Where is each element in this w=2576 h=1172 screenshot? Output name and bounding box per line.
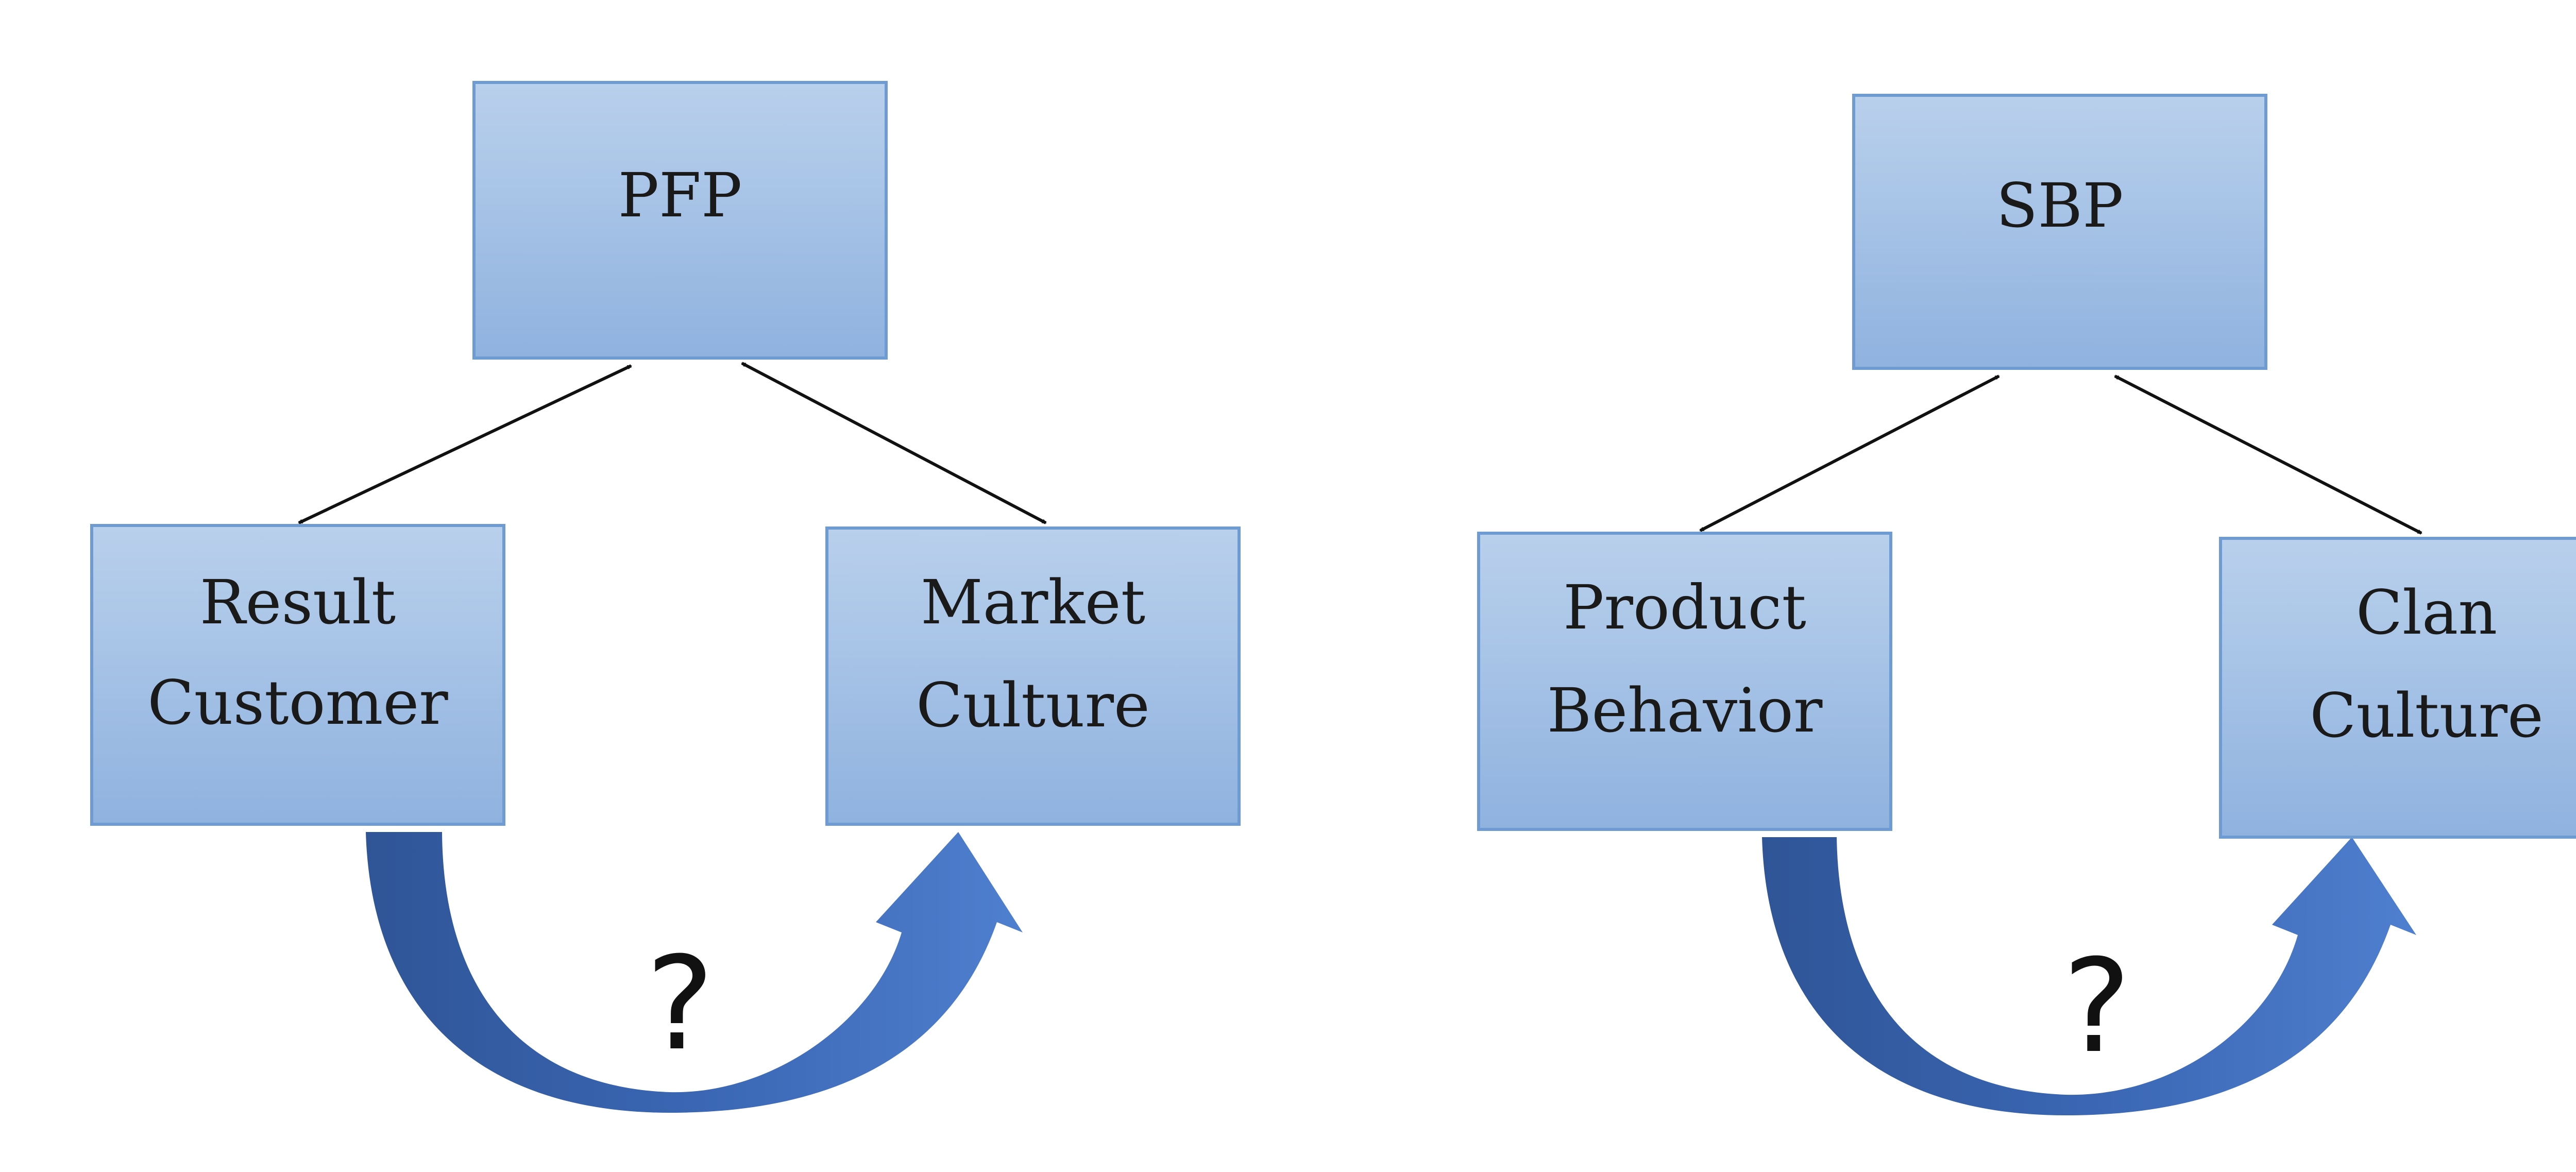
right-diagram: SBP Product Behavior Clan Culture ? — [1477, 94, 2576, 1115]
result-label: Result — [200, 567, 396, 638]
product-behavior-box: Product Behavior — [1477, 532, 1892, 831]
connector-sbp-clan — [2114, 375, 2422, 535]
connector-sbp-product — [1699, 375, 2000, 532]
left-diagram: PFP Result Customer Market Culture ? — [90, 81, 1241, 1113]
sbp-box: SBP — [1852, 94, 2267, 370]
connector-pfp-market — [741, 362, 1047, 524]
culture-label-left: Culture — [916, 670, 1150, 741]
curved-arrow-right — [1762, 837, 2416, 1115]
result-customer-box: Result Customer — [90, 524, 505, 826]
pfp-box: PFP — [472, 81, 888, 360]
customer-label: Customer — [147, 667, 448, 738]
question-mark-left: ? — [646, 929, 715, 1079]
connector-pfp-result — [298, 364, 632, 524]
pfp-label: PFP — [618, 160, 742, 231]
clan-label: Clan — [2356, 577, 2497, 648]
behavior-label: Behavior — [1547, 675, 1823, 746]
sbp-label: SBP — [1996, 170, 2124, 241]
clan-culture-box: Clan Culture — [2219, 537, 2576, 839]
curved-arrow-left — [366, 832, 1023, 1113]
market-label: Market — [921, 567, 1145, 638]
culture-label-right: Culture — [2310, 680, 2544, 751]
market-culture-box: Market Culture — [825, 526, 1241, 826]
question-mark-right: ? — [2063, 931, 2131, 1081]
product-label: Product — [1563, 572, 1806, 643]
